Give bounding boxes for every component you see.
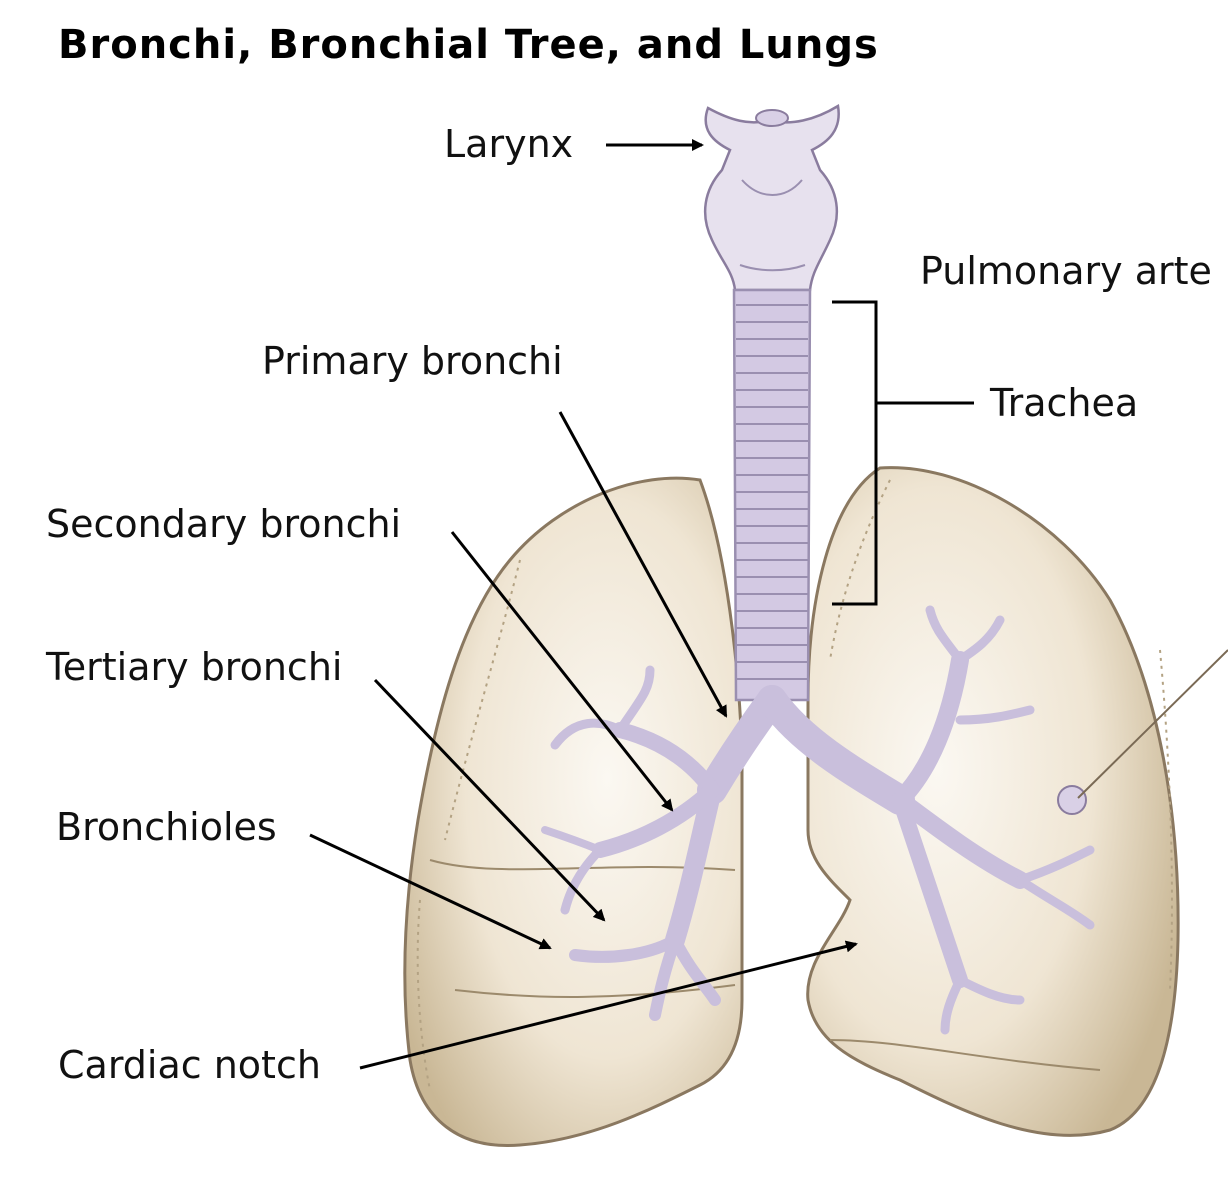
label-larynx: Larynx [444,122,574,166]
label-cardiac-notch: Cardiac notch [58,1043,321,1087]
right-lung [806,466,1180,1137]
diagram-title: Bronchi, Bronchial Tree, and Lungs [58,22,879,68]
primary-bronchi-arrow [558,411,728,718]
trachea-bracket [832,300,974,606]
cardiac-notch-arrow [359,940,858,1070]
tracheal-rings [736,304,808,680]
tertiary-bronchi-arrow [373,678,606,922]
label-primary-bronchi: Primary bronchi [262,339,563,383]
secondary-bronchi-arrow [450,531,674,812]
label-bronchioles: Bronchioles [56,805,277,849]
trachea-structure [732,288,812,702]
larynx-structure [704,103,840,292]
bronchioles-arrow [309,833,552,950]
label-pulmonary-artery: Pulmonary arte [920,249,1212,293]
pulmonary-artery-line [1077,649,1228,799]
label-secondary-bronchi: Secondary bronchi [46,502,402,546]
pulmonary-artery-marker [1057,785,1087,815]
label-trachea: Trachea [990,381,1139,425]
bronchial-tree [541,605,1095,1035]
label-tertiary-bronchi: Tertiary bronchi [46,645,343,689]
leader-lines [309,139,1228,1070]
